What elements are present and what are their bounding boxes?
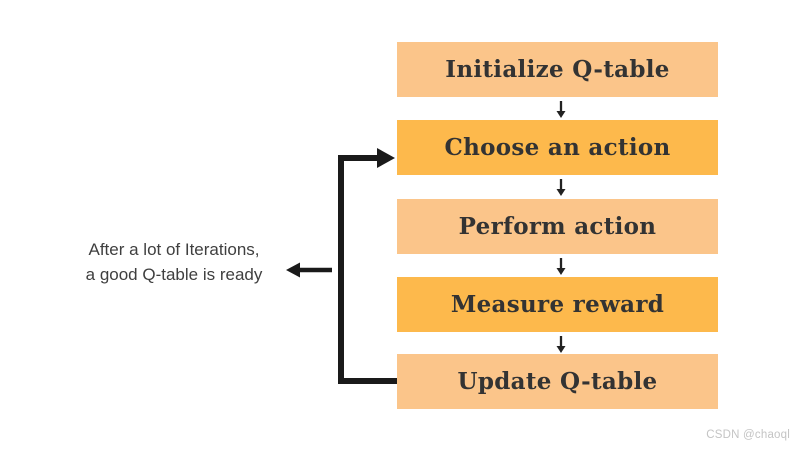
- flow-step-initialize-q-table: Initialize Q-table: [397, 42, 718, 97]
- loop-arrow: [338, 148, 397, 384]
- connector-arrow-4: [556, 336, 566, 353]
- connector-arrow-1: [556, 101, 566, 118]
- annotation-line-1: After a lot of Iterations,: [88, 240, 260, 259]
- iterations-annotation: After a lot of Iterations, a good Q-tabl…: [64, 237, 284, 287]
- csdn-watermark: CSDN @chaoql: [706, 429, 790, 441]
- annotation-arrow: [286, 262, 332, 278]
- flow-step-choose-an-action: Choose an action: [397, 120, 718, 175]
- flow-step-perform-action: Perform action: [397, 199, 718, 254]
- flow-step-measure-reward: Measure reward: [397, 277, 718, 332]
- flow-step-update-q-table: Update Q-table: [397, 354, 718, 409]
- annotation-line-2: a good Q-table is ready: [85, 265, 263, 284]
- connector-arrow-2: [556, 179, 566, 196]
- connector-arrow-3: [556, 258, 566, 275]
